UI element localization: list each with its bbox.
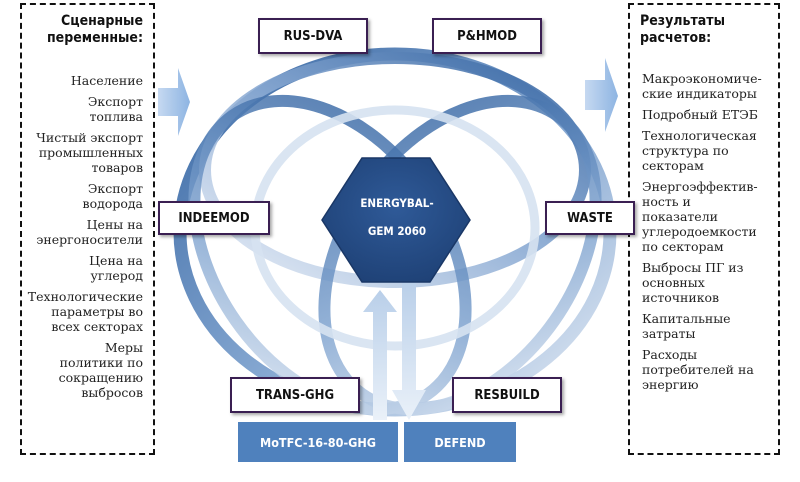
calculation-results-title: Результаты расчетов:	[640, 13, 725, 46]
module-trans-ghg: TRANS-GHG	[230, 377, 360, 413]
module-indeemod: INDEEMOD	[158, 201, 270, 235]
arrow-up	[363, 290, 397, 420]
core-hexagon	[321, 157, 471, 283]
module-rus-dva: RUS-DVA	[258, 18, 368, 54]
list-item: Технологическая структура по секторам	[642, 128, 757, 173]
scenario-variables-panel: Сценарные переменные: Население Экспорт …	[20, 3, 155, 455]
module-resbuild: RESBUILD	[452, 377, 562, 413]
scenario-variables-title: Сценарные переменные:	[46, 13, 143, 46]
list-item: Цена на углерод	[89, 253, 143, 283]
arrow-down	[392, 282, 426, 420]
module-defend: DEFEND	[404, 422, 516, 462]
output-arrow	[585, 58, 618, 132]
list-item: Энергоэффектив- ность и показатели углер…	[642, 179, 758, 254]
calculation-results-panel: Результаты расчетов: Макроэкономиче- ски…	[628, 3, 780, 455]
list-item: Расходы потребителей на энергию	[642, 347, 754, 392]
list-item: Цены на энергоносители	[36, 217, 143, 247]
list-item: Население	[70, 73, 143, 88]
scenario-variables-list: Население Экспорт топлива Чистый экспорт…	[18, 73, 143, 406]
module-waste: WASTE	[545, 201, 635, 235]
list-item: Меры политики по сокращению выбросов	[58, 340, 143, 400]
module-motfc: MoTFC-16-80-GHG	[238, 422, 398, 462]
calculation-results-list: Макроэкономиче- ские индикаторы Подробны…	[642, 71, 778, 398]
list-item: Макроэкономиче- ские индикаторы	[642, 71, 762, 101]
input-arrow	[158, 68, 190, 136]
list-item: Экспорт водорода	[82, 181, 143, 211]
list-item: Подробный ЕТЭБ	[642, 107, 758, 122]
list-item: Капитальные затраты	[642, 311, 731, 341]
module-p-hmod: P&HMOD	[432, 18, 542, 54]
list-item: Чистый экспорт промышленных товаров	[36, 130, 143, 175]
list-item: Технологические параметры во всех сектор…	[27, 289, 143, 334]
list-item: Экспорт топлива	[87, 94, 143, 124]
core-model-label: ENERGYBAL- GEM 2060	[360, 196, 434, 238]
list-item: Выбросы ПГ из основных источников	[642, 260, 744, 305]
